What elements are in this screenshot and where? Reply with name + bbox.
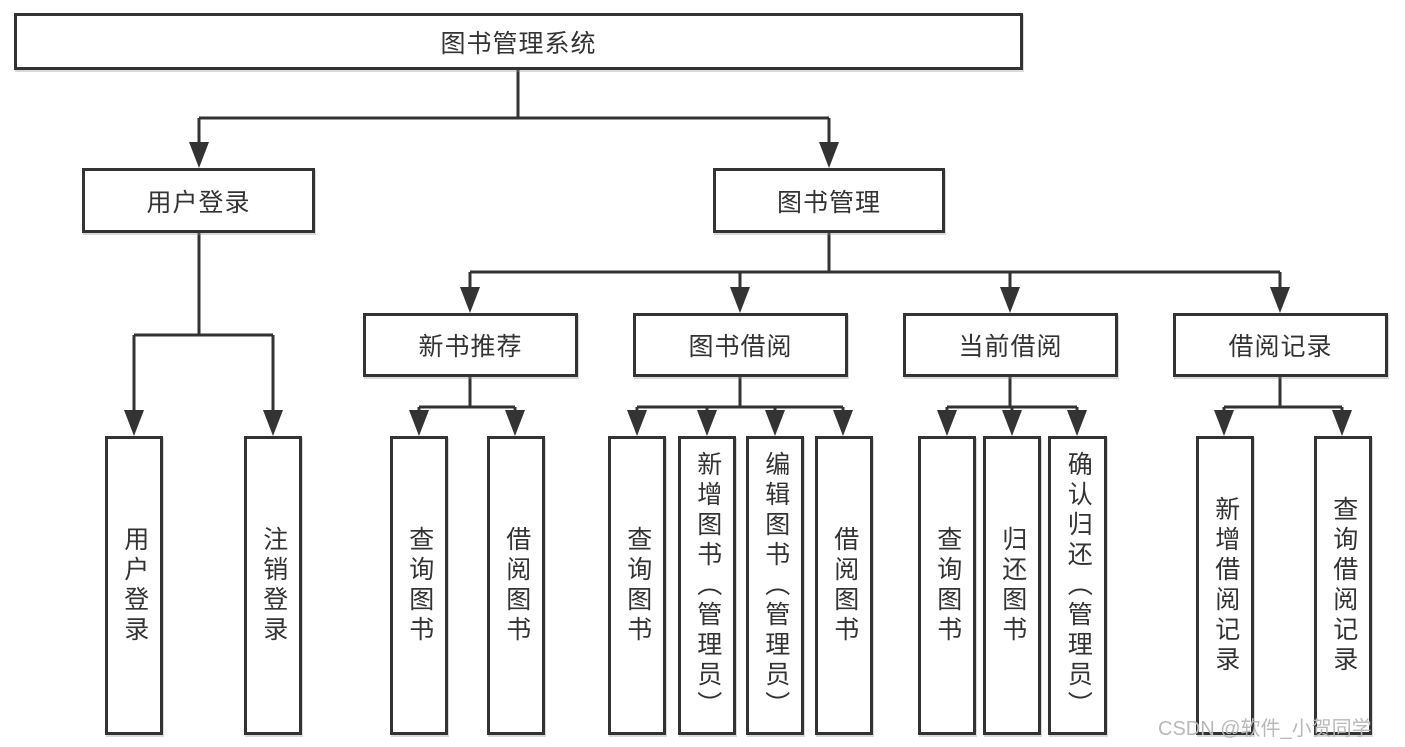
arrow-down-icon — [730, 287, 750, 313]
leaf-edit-books-admin: 编辑图书（管理员） — [746, 436, 804, 735]
arrow-down-icon — [1332, 410, 1352, 436]
leaf-query-books-2-label: 查询图书 — [623, 525, 652, 646]
leaf-add-books-admin: 新增图书（管理员） — [678, 436, 736, 735]
node-book-borrow-label: 图书借阅 — [688, 333, 793, 361]
arrow-down-icon — [505, 410, 525, 436]
leaf-edit-books-admin-label: 编辑图书（管理员） — [761, 450, 790, 721]
node-user-login-label: 用户登录 — [146, 188, 251, 217]
node-root-label: 图书管理系统 — [440, 29, 597, 58]
node-borrow-records-label: 借阅记录 — [1228, 333, 1333, 361]
node-user-login: 用户登录 — [82, 168, 315, 233]
leaf-query-books-2: 查询图书 — [608, 436, 666, 735]
arrow-down-icon — [1270, 287, 1290, 313]
connector-line — [468, 233, 1282, 291]
node-new-book-recommend-label: 新书推荐 — [418, 333, 523, 361]
arrow-down-icon — [1067, 410, 1087, 436]
leaf-query-books-3: 查询图书 — [918, 436, 976, 735]
arrow-down-icon — [1002, 410, 1022, 436]
node-current-borrow: 当前借阅 — [903, 313, 1118, 377]
connector-line — [1222, 377, 1344, 414]
connector-line — [197, 69, 831, 146]
leaf-query-books-1-label: 查询图书 — [405, 525, 434, 646]
leaf-add-books-admin-label: 新增图书（管理员） — [693, 450, 722, 721]
leaf-query-books-1: 查询图书 — [390, 436, 448, 735]
node-new-book-recommend: 新书推荐 — [363, 313, 578, 377]
leaf-add-borrow-record-label: 新增借阅记录 — [1211, 495, 1240, 676]
arrow-down-icon — [765, 410, 785, 436]
arrow-down-icon — [819, 142, 839, 168]
leaf-confirm-return-admin: 确认归还（管理员） — [1048, 436, 1107, 735]
arrow-down-icon — [124, 410, 144, 436]
arrow-down-icon — [937, 410, 957, 436]
leaf-query-borrow-record-label: 查询借阅记录 — [1329, 495, 1358, 676]
leaf-return-books: 归还图书 — [983, 436, 1041, 735]
leaf-query-borrow-record: 查询借阅记录 — [1314, 436, 1372, 735]
connector-line — [635, 377, 845, 414]
csdn-watermark: CSDN @软件_小贺同学 — [1158, 718, 1372, 740]
arrow-down-icon — [189, 142, 209, 168]
arrow-down-icon — [1000, 287, 1020, 313]
arrow-down-icon — [460, 287, 480, 313]
leaf-logout: 注销登录 — [244, 436, 302, 735]
leaf-confirm-return-admin-label: 确认归还（管理员） — [1064, 450, 1093, 721]
leaf-borrow-books-2-label: 借阅图书 — [830, 525, 859, 646]
node-root: 图书管理系统 — [14, 13, 1023, 70]
arrow-down-icon — [833, 410, 853, 436]
leaf-borrow-books-2: 借阅图书 — [815, 436, 873, 735]
arrow-down-icon — [697, 410, 717, 436]
node-current-borrow-label: 当前借阅 — [958, 333, 1063, 361]
arrow-down-icon — [263, 410, 283, 436]
leaf-query-books-3-label: 查询图书 — [933, 525, 962, 646]
node-book-management: 图书管理 — [713, 168, 945, 233]
connector-line — [417, 377, 517, 414]
arrow-down-icon — [409, 410, 429, 436]
connector-line — [132, 233, 275, 414]
arrow-down-icon — [1214, 410, 1234, 436]
leaf-user-login: 用户登录 — [105, 436, 163, 735]
node-book-management-label: 图书管理 — [776, 188, 881, 217]
leaf-logout-label: 注销登录 — [259, 525, 288, 646]
leaf-borrow-books-1: 借阅图书 — [487, 436, 545, 735]
leaf-return-books-label: 归还图书 — [998, 525, 1027, 646]
connector-line — [945, 377, 1079, 414]
leaf-add-borrow-record: 新增借阅记录 — [1196, 436, 1254, 735]
node-book-borrow: 图书借阅 — [633, 313, 848, 377]
leaf-borrow-books-1-label: 借阅图书 — [502, 525, 531, 646]
leaf-user-login-label: 用户登录 — [120, 525, 149, 646]
arrow-down-icon — [627, 410, 647, 436]
node-borrow-records: 借阅记录 — [1173, 313, 1388, 377]
